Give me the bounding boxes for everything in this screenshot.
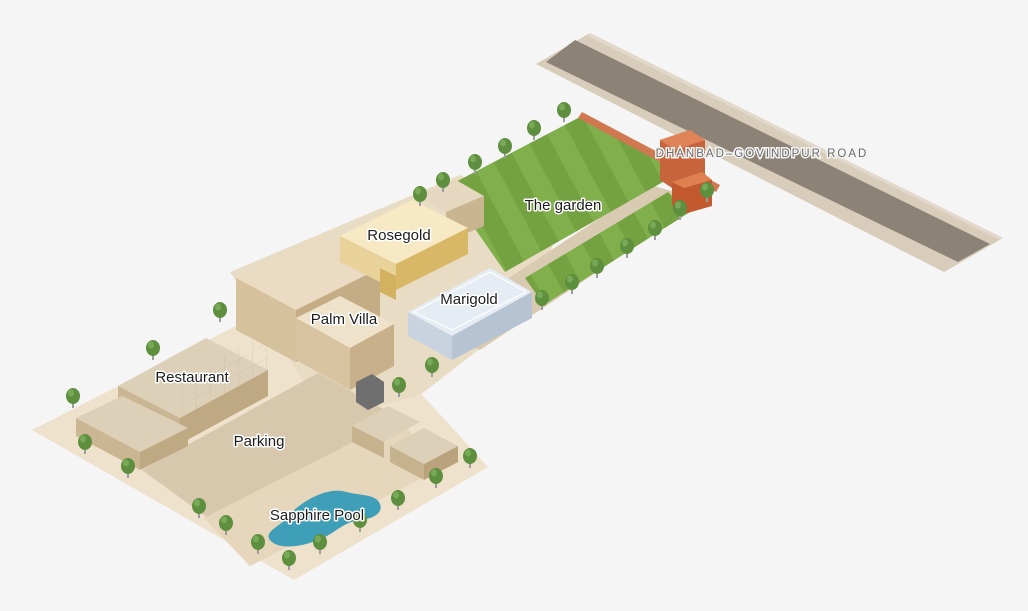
tree-icon — [557, 102, 571, 122]
tree-icon — [498, 138, 512, 158]
tree-icon — [436, 172, 450, 192]
pool-label[interactable]: Sapphire Pool — [268, 506, 365, 526]
garden-label[interactable]: The garden — [523, 196, 603, 216]
tree-icon — [413, 186, 427, 206]
tree-icon — [527, 120, 541, 140]
tree-icon — [313, 534, 327, 554]
tree-icon — [392, 377, 406, 397]
tree-icon — [282, 550, 296, 570]
tree-icon — [620, 238, 634, 258]
tree-icon — [535, 290, 549, 310]
tree-icon — [590, 258, 604, 278]
road-label: DHANBAD–GOVINDPUR ROAD — [656, 148, 869, 160]
palm-villa-label[interactable]: Palm Villa — [309, 310, 379, 330]
tree-icon — [468, 154, 482, 174]
tree-icon — [213, 302, 227, 322]
tree-icon — [673, 200, 687, 220]
tree-icon — [78, 434, 92, 454]
tree-icon — [391, 490, 405, 510]
tree-icon — [146, 340, 160, 360]
trees — [66, 102, 714, 570]
parking-label[interactable]: Parking — [232, 432, 286, 452]
tree-icon — [353, 512, 367, 532]
tree-icon — [251, 534, 265, 554]
rosegold-label[interactable]: Rosegold — [366, 226, 432, 246]
map-labels: DHANBAD–GOVINDPUR ROAD The garden Rosego… — [154, 147, 869, 526]
restaurant-label[interactable]: Restaurant — [154, 368, 231, 388]
marigold-building — [408, 268, 532, 360]
parking-area — [142, 373, 400, 518]
road — [536, 33, 1003, 272]
tree-icon — [425, 357, 439, 377]
tree-icon — [192, 498, 206, 518]
tree-icon — [700, 182, 714, 202]
tree-icon — [219, 515, 233, 535]
pool — [268, 490, 381, 547]
rosegold-building — [340, 180, 484, 300]
tree-icon — [463, 448, 477, 468]
restaurant-building — [76, 331, 268, 470]
pool-side-building — [352, 406, 458, 480]
marigold-label[interactable]: Marigold — [439, 290, 500, 310]
tree-icon — [121, 458, 135, 478]
tree-icon — [565, 274, 579, 294]
tree-icon — [648, 220, 662, 240]
tree-icon — [429, 468, 443, 488]
tree-icon — [66, 388, 80, 408]
